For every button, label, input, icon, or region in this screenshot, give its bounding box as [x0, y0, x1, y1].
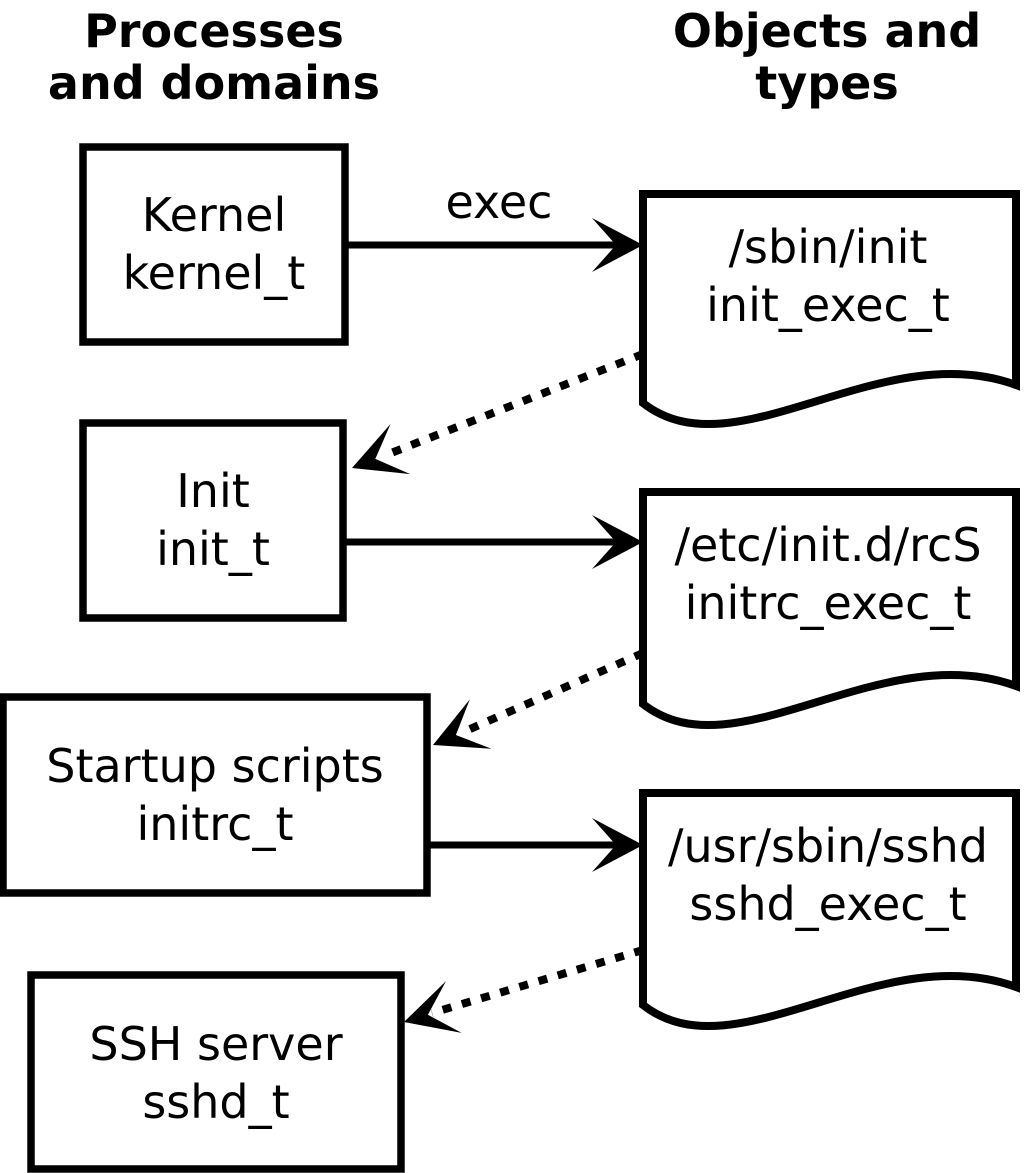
sbin-init-type: init_exec_t — [706, 278, 950, 332]
ssh-server-box — [27, 971, 405, 1173]
init-box — [79, 419, 347, 622]
startup-scripts-type: initrc_t — [137, 797, 294, 851]
kernel-type: kernel_t — [123, 246, 306, 300]
transition-arrow-2-head — [433, 699, 492, 749]
exec-arrow-1-head — [592, 218, 643, 272]
kernel-box — [79, 143, 349, 346]
left-column-header: Processes and domains — [48, 4, 380, 110]
exec-arrow-2-head — [592, 515, 643, 569]
transition-arrow-rcs-to-startup — [433, 649, 645, 749]
exec-arrow-3-head — [592, 818, 643, 872]
object-node-etc-initd-rcs: /etc/init.d/rcS initrc_exec_t — [639, 488, 1020, 729]
left-header-line2: and domains — [48, 56, 380, 110]
etc-initd-rcs-type: initrc_exec_t — [685, 576, 972, 630]
usr-sbin-sshd-type: sshd_exec_t — [689, 877, 966, 931]
usr-sbin-sshd-path: /usr/sbin/sshd — [668, 819, 988, 873]
etc-initd-rcs-path: /etc/init.d/rcS — [674, 518, 981, 572]
process-node-init: Init init_t — [79, 419, 347, 622]
sbin-init-document — [639, 190, 1020, 428]
exec-label: exec — [446, 175, 553, 229]
transition-arrow-1-line — [384, 350, 645, 459]
ssh-server-type: sshd_t — [142, 1075, 289, 1129]
transition-arrow-sbin-init-to-init — [352, 350, 645, 475]
init-type: init_t — [156, 522, 270, 576]
usr-sbin-sshd-document — [639, 789, 1020, 1030]
process-node-ssh-server: SSH server sshd_t — [27, 971, 405, 1173]
process-node-kernel: Kernel kernel_t — [79, 143, 349, 346]
object-node-sbin-init: /sbin/init init_exec_t — [639, 190, 1020, 428]
transition-arrow-2-line — [459, 649, 645, 737]
transition-arrow-1-head — [352, 423, 411, 475]
etc-initd-rcs-document — [639, 488, 1020, 729]
kernel-name: Kernel — [142, 188, 287, 242]
transition-arrow-sshd-to-ssh-server — [404, 946, 645, 1033]
ssh-server-name: SSH server — [89, 1017, 342, 1071]
exec-arrow-init-to-rcs — [343, 515, 643, 569]
init-name: Init — [176, 464, 250, 518]
sbin-init-path: /sbin/init — [729, 220, 928, 274]
right-header-line1: Objects and — [673, 4, 981, 58]
transition-arrow-3-line — [430, 946, 645, 1017]
right-column-header: Objects and types — [673, 4, 981, 110]
transition-arrow-3-head — [404, 981, 462, 1033]
left-header-line1: Processes — [84, 4, 344, 58]
startup-scripts-box — [0, 693, 431, 897]
object-node-usr-sbin-sshd: /usr/sbin/sshd sshd_exec_t — [639, 789, 1020, 1030]
exec-arrow-startup-to-sshd — [427, 818, 643, 872]
right-header-line2: types — [755, 56, 898, 110]
exec-arrow-kernel-to-sbin-init: exec — [345, 175, 643, 272]
startup-scripts-name: Startup scripts — [46, 739, 384, 793]
process-node-startup-scripts: Startup scripts initrc_t — [0, 693, 431, 897]
